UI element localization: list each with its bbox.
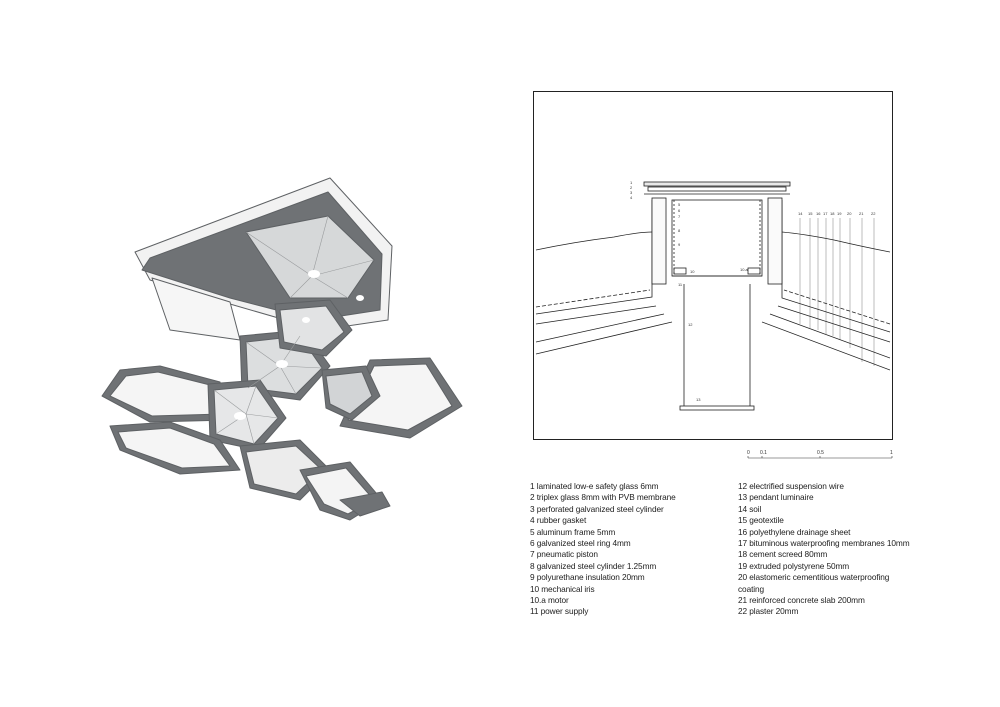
scale-tick-label: 0.1: [760, 450, 767, 456]
legend-item: 16 polyethylene drainage sheet: [738, 526, 851, 537]
skylight-cell: [339, 491, 391, 517]
legend-item: 10.a motor: [530, 595, 569, 606]
legend-item: 1 laminated low-e safety glass 6mm: [530, 481, 659, 491]
section-callout: 11: [678, 282, 683, 287]
section-callout: 2: [630, 185, 633, 190]
section-callout: 4: [630, 195, 633, 200]
section-callout: 17: [823, 211, 828, 216]
legend-item: 7 pneumatic piston: [530, 549, 598, 560]
section-callout: 1: [630, 180, 633, 185]
section-callout: 6: [678, 208, 681, 213]
skylight-cell: [279, 305, 345, 351]
skylight-cell: [117, 427, 231, 469]
legend-item: coating: [738, 583, 765, 594]
legend-item: 12 electrified suspension wire: [738, 481, 844, 491]
scale-tick-label: 0: [747, 450, 750, 456]
section-drawing-frame: 1 2 3 4 5 6 7 8 9 10 10.a 11 12 13 14 15…: [533, 91, 893, 440]
legend-item: 6 galvanized steel ring 4mm: [530, 538, 631, 549]
section-callout: 10: [690, 269, 695, 274]
section-callout: 20: [847, 211, 852, 216]
skylight-section-drawing: 1 2 3 4 5 6 7 8 9 10 10.a 11 12 13 14 15…: [535, 180, 891, 411]
legend-item: 17 bituminous waterproofing membranes 10…: [738, 538, 910, 549]
skylight-cell: [325, 371, 373, 415]
scale-bar: 0 0.1 0.5 1: [747, 450, 893, 459]
section-callout: 13: [696, 397, 701, 402]
section-callout: 21: [859, 211, 864, 216]
legend-item: 8 galvanized steel cylinder 1.25mm: [530, 560, 657, 571]
legend-item: 20 elastomeric cementitious waterproofin…: [738, 572, 890, 583]
legend-item: 5 aluminum frame 5mm: [530, 526, 616, 537]
section-callout: 14: [798, 211, 803, 216]
scale-tick-label: 0.5: [817, 450, 824, 456]
legend-item: 13 pendant luminaire: [738, 492, 814, 503]
legend-right-column: 12 electrified suspension wire 13 pendan…: [738, 481, 928, 618]
luminaire-opening: [308, 270, 320, 278]
legend-item: 2 triplex glass 8mm with PVB membrane: [530, 492, 676, 503]
section-callout: 10.a: [740, 267, 749, 272]
section-callout: 22: [871, 211, 876, 216]
section-callout: 18: [830, 211, 835, 216]
legend-item: 21 reinforced concrete slab 200mm: [738, 595, 865, 606]
legend-item: 11 power supply: [530, 606, 589, 617]
legend-item: 4 rubber gasket: [530, 515, 587, 526]
luminaire-opening: [356, 295, 364, 301]
section-callout: 3: [630, 190, 633, 195]
luminaire-opening: [234, 412, 246, 420]
legend-left-column: 1 laminated low-e safety glass 6mm 2 tri…: [530, 481, 720, 618]
skylight-axonometric-illustration: [101, 177, 463, 521]
section-callout: 19: [837, 211, 842, 216]
legend-item: 15 geotextile: [738, 515, 784, 526]
section-callout: 9: [678, 242, 681, 247]
scale-tick-label: 1: [890, 450, 893, 456]
legend-item: 10 mechanical iris: [530, 583, 595, 594]
section-callout: 5: [678, 202, 681, 207]
section-callout: 15: [808, 211, 813, 216]
section-callout: 7: [678, 214, 681, 219]
legend-item: 19 extruded polystyrene 50mm: [738, 560, 850, 571]
legend-item: 14 soil: [738, 503, 762, 514]
legend-item: 18 cement screed 80mm: [738, 549, 828, 560]
legend-item: 22 plaster 20mm: [738, 606, 799, 617]
section-callout: 8: [678, 228, 681, 233]
legend-item: 9 polyurethane insulation 20mm: [530, 572, 645, 583]
skylight-cell: [245, 215, 375, 299]
luminaire-opening: [302, 317, 310, 323]
section-callout: 16: [816, 211, 821, 216]
section-callout: 12: [688, 322, 693, 327]
luminaire-opening: [276, 360, 288, 368]
legend-item: 3 perforated galvanized steel cylinder: [530, 503, 664, 514]
